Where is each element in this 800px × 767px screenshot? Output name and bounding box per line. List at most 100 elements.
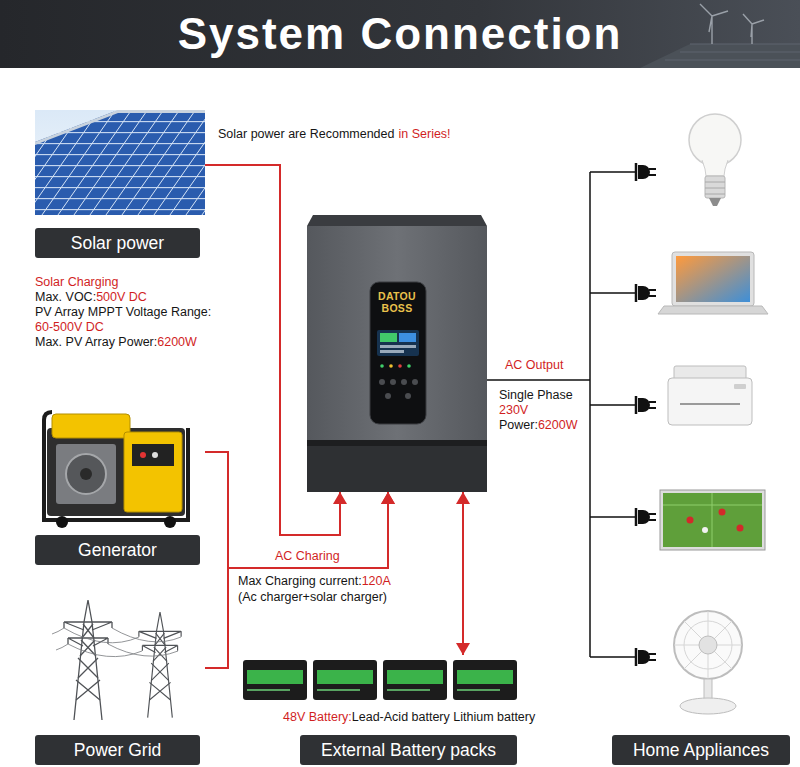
node-label: Generator bbox=[78, 540, 157, 560]
battery-packs-illustration bbox=[247, 689, 500, 691]
note-label: PV Array MPPT Voltage Range: bbox=[35, 305, 211, 320]
note-label: (Ac charger+solar charger) bbox=[238, 590, 387, 605]
laptop-icon bbox=[658, 252, 768, 314]
fan-icon bbox=[680, 698, 736, 714]
inverter-illustration bbox=[380, 333, 397, 342]
title-band bbox=[640, 44, 800, 68]
generator-illustration bbox=[152, 452, 158, 458]
note-label: Power: bbox=[499, 418, 538, 433]
inverter-illustration bbox=[412, 379, 418, 385]
generator-illustration bbox=[140, 452, 146, 458]
generator-illustration bbox=[56, 444, 116, 504]
node-label: External Battery packs bbox=[321, 740, 496, 760]
connector-line bbox=[205, 452, 388, 568]
appliance-wiring bbox=[636, 163, 656, 181]
tv-icon bbox=[663, 493, 762, 547]
node-label: Power Grid bbox=[74, 740, 162, 760]
note-label: 230V bbox=[499, 403, 528, 418]
note-label: Solar Charging bbox=[35, 275, 118, 290]
inverter-illustration bbox=[380, 350, 404, 353]
printer-icon bbox=[668, 378, 752, 425]
title-band bbox=[0, 0, 800, 68]
appliance-wiring bbox=[636, 648, 656, 666]
light-bulb-icon bbox=[689, 114, 741, 206]
appliance-wiring bbox=[590, 163, 656, 666]
inverter-illustration bbox=[390, 379, 396, 385]
battery-packs-illustration bbox=[243, 660, 517, 700]
arrow-head bbox=[381, 492, 395, 504]
node-label: Home Appliances bbox=[633, 740, 769, 760]
connector-label: AC Charing bbox=[275, 549, 340, 564]
battery-packs-illustration bbox=[247, 670, 303, 684]
laptop-icon bbox=[658, 306, 768, 314]
generator-illustration bbox=[80, 468, 92, 480]
inverter-unit: DATOU BOSS bbox=[307, 215, 487, 492]
light-bulb-icon bbox=[689, 114, 741, 166]
tv-icon bbox=[702, 527, 708, 533]
solar-panel-photo bbox=[35, 110, 205, 145]
title-band bbox=[665, 44, 800, 60]
appliance-wiring bbox=[636, 508, 656, 526]
note-label: 500V DC bbox=[96, 290, 147, 305]
inverter-illustration bbox=[379, 379, 385, 385]
printer-icon bbox=[680, 403, 740, 405]
battery-packs-illustration bbox=[457, 670, 513, 684]
battery-packs-illustration bbox=[243, 660, 307, 700]
light-bulb-icon bbox=[705, 176, 725, 198]
generator-node: Generator bbox=[35, 405, 205, 567]
inverter-illustration bbox=[407, 364, 411, 368]
laptop-icon bbox=[672, 252, 754, 306]
label-box: Home Appliances bbox=[612, 735, 790, 765]
note-label: 120A bbox=[362, 574, 391, 589]
solar-panel-photo bbox=[35, 110, 205, 215]
label-box: External Battery packs bbox=[300, 735, 517, 765]
generator-illustration bbox=[44, 412, 188, 522]
note-label: Max. VOC: bbox=[35, 290, 96, 305]
fan-icon bbox=[674, 611, 742, 679]
connector-line bbox=[462, 492, 464, 655]
title-band bbox=[700, 4, 764, 44]
inverter-illustration bbox=[377, 330, 419, 356]
generator-illustration bbox=[124, 432, 182, 512]
inverter-illustration bbox=[398, 364, 402, 368]
note-label: Max. PV Array Power: bbox=[35, 335, 157, 350]
connector-line bbox=[487, 379, 590, 381]
generator-illustration bbox=[44, 412, 188, 528]
arrow-head bbox=[333, 492, 347, 504]
connector bbox=[456, 492, 470, 655]
fan-icon bbox=[699, 636, 717, 654]
diagram-title: System Connection bbox=[0, 7, 800, 61]
label-box: Power Grid bbox=[35, 735, 200, 765]
battery-packs-illustration bbox=[313, 660, 377, 700]
connector-line bbox=[205, 165, 340, 535]
light-bulb-icon bbox=[702, 160, 728, 176]
inverter-illustration bbox=[385, 393, 391, 399]
connector bbox=[205, 165, 347, 535]
connector-label: AC Output bbox=[505, 358, 563, 373]
generator-illustration bbox=[56, 516, 68, 528]
inverter-illustration bbox=[307, 215, 487, 492]
battery-packs-illustration bbox=[387, 670, 443, 684]
tv-icon bbox=[737, 525, 744, 532]
appliance-wiring bbox=[636, 284, 656, 302]
power-grid-illustration bbox=[64, 600, 112, 720]
battery-packs-illustration bbox=[383, 660, 447, 700]
solar-panel-photo bbox=[35, 110, 205, 215]
power-grid-node: Power Grid bbox=[35, 598, 205, 766]
note-label: Lead-Acid battery Lithium battery bbox=[352, 710, 535, 725]
appliances-node: Home Appliances bbox=[590, 100, 795, 766]
power-grid-illustration bbox=[52, 628, 181, 657]
battery-packs-illustration bbox=[317, 670, 373, 684]
connector bbox=[487, 380, 590, 381]
connector bbox=[205, 452, 395, 568]
power-grid-illustration bbox=[139, 612, 181, 718]
arrow-head bbox=[381, 492, 395, 504]
tv-icon bbox=[660, 490, 765, 550]
label-box: Solar power bbox=[35, 228, 200, 258]
appliance-wiring bbox=[636, 396, 656, 414]
power-grid-illustration bbox=[52, 600, 181, 720]
